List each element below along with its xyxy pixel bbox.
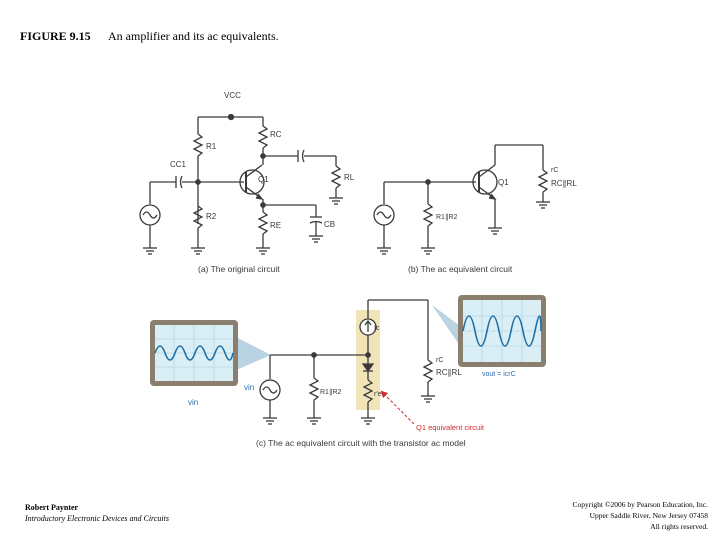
r2-label-a: R2 — [206, 212, 217, 221]
original-circuit — [139, 113, 343, 255]
re-resistor — [257, 211, 269, 235]
rc-small-label-c: rC — [436, 357, 443, 364]
figure-caption: An amplifier and its ac equivalents. — [108, 29, 279, 43]
re-prime-resistor — [362, 379, 374, 403]
rcrl-resistor-c — [422, 359, 434, 383]
r1r2-label-c: R1∥R2 — [320, 388, 342, 396]
vcc-label: VCC — [224, 91, 241, 100]
q1-label-a: Q1 — [258, 175, 269, 184]
copyright-line: Upper Saddle River, New Jersey 07458 — [589, 511, 708, 520]
re-label-a: RE — [270, 221, 281, 230]
copyright-notice: Copyright ©2006 by Pearson Education, In… — [488, 499, 708, 532]
r2-resistor — [192, 205, 204, 229]
caption-a: (a) The original circuit — [198, 264, 280, 274]
r1r2-resistor-b — [422, 203, 434, 227]
vin-scope-label: vin — [188, 398, 198, 407]
q1-transistor-b — [472, 169, 498, 195]
r1r2-label-b: R1∥R2 — [436, 213, 458, 221]
r1-resistor — [192, 133, 204, 157]
base-emitter-diode — [361, 363, 375, 373]
output-oscilloscope — [458, 295, 546, 367]
q1-transistor-a — [239, 169, 265, 195]
input-callout — [236, 337, 271, 370]
caption-c: (c) The ac equivalent circuit with the t… — [256, 438, 466, 448]
copyright-line: Copyright ©2006 by Pearson Education, In… — [572, 500, 708, 509]
model-pointer-arrow — [380, 390, 415, 425]
q1-label-b: Q1 — [498, 178, 509, 187]
input-oscilloscope — [150, 320, 238, 386]
rcrl-label-b: RC∥RL — [551, 179, 577, 188]
copyright-line: All rights reserved. — [650, 522, 708, 531]
cc2-capacitor — [301, 149, 305, 163]
cc1-label: CC1 — [170, 160, 187, 169]
output-waveform — [462, 315, 542, 347]
vin-source-label: vin — [244, 383, 254, 392]
transistor-model-circuit — [259, 299, 435, 425]
rc-small-label-b: rC — [551, 167, 558, 174]
book-title: Introductory Electronic Devices and Circ… — [25, 514, 169, 523]
rcrl-resistor-b — [537, 169, 549, 193]
r1r2-resistor-c — [308, 377, 320, 401]
r1-label-a: R1 — [206, 142, 217, 151]
rl-resistor — [330, 165, 342, 189]
ic-label: Ic — [374, 325, 380, 332]
caption-b: (b) The ac equivalent circuit — [408, 264, 513, 274]
vout-label: vout = icrC — [482, 371, 516, 378]
rl-label-a: RL — [344, 173, 355, 182]
output-callout — [432, 305, 460, 346]
author-name: Robert Paynter — [25, 503, 79, 512]
q1-model-label: Q1 equivalent circuit — [416, 423, 485, 432]
input-waveform — [154, 345, 234, 361]
figure-number: FIGURE 9.15 — [20, 29, 91, 43]
cb-label-a: CB — [324, 220, 335, 229]
cc1-capacitor — [179, 175, 183, 189]
re-prime-label: r′e — [374, 391, 382, 398]
rcrl-label-c: RC∥RL — [436, 368, 462, 377]
ac-equivalent-circuit — [373, 144, 550, 255]
rc-label-a: RC — [270, 130, 282, 139]
rc-resistor — [257, 125, 269, 149]
